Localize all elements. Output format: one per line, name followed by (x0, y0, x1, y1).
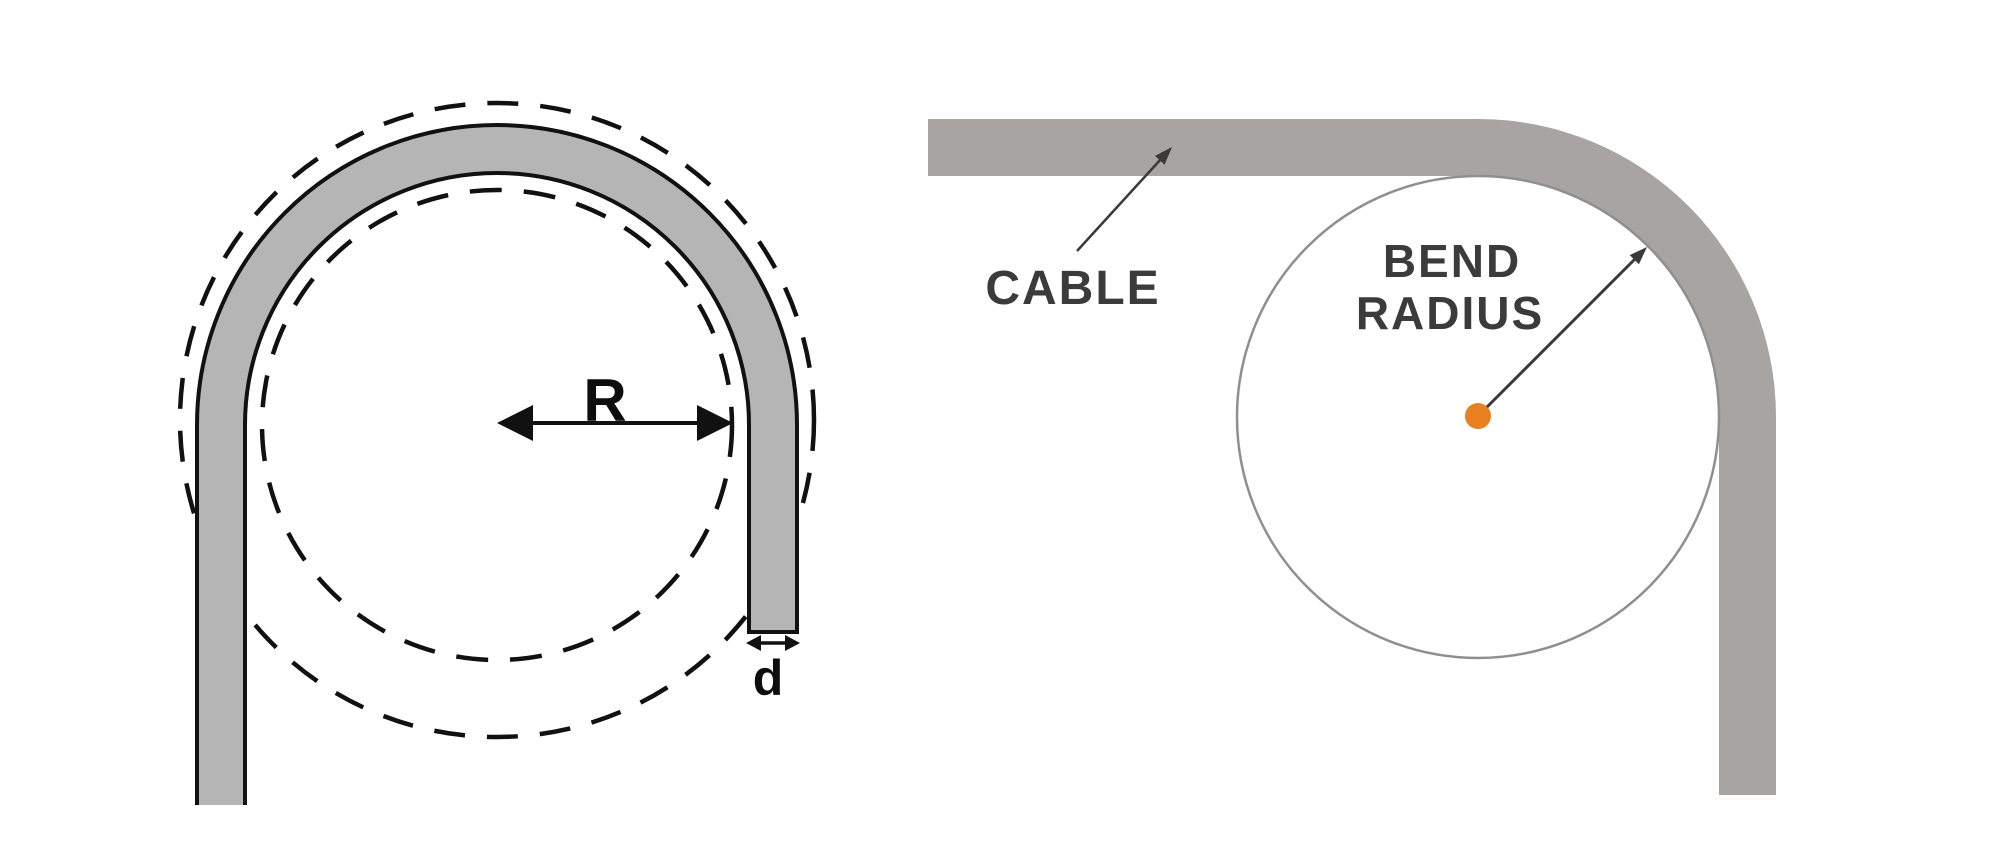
radius-label: R (583, 367, 626, 434)
inner-dashed-circle-icon (259, 187, 735, 663)
cable-cross-section-panel: R d (177, 100, 817, 805)
diameter-label: d (753, 650, 784, 706)
radius-dimension-arrow-icon (497, 405, 733, 441)
bent-cable-shape (928, 119, 1776, 795)
cable-tube-fill (197, 125, 797, 805)
cable-label: CABLE (985, 262, 1160, 315)
cable-tube-outline (195, 123, 799, 805)
diameter-dimension-arrow-icon (746, 635, 800, 651)
cable-pointer-arrow-icon (1076, 147, 1172, 252)
bend-radius-panel: CABLE BEND RADIUS (928, 119, 1776, 795)
bend-radius-label-line2: RADIUS (1356, 287, 1544, 339)
outer-dashed-circle-icon (177, 100, 817, 740)
center-point-dot-icon (1465, 403, 1491, 429)
radius-arrow-icon (1485, 247, 1647, 409)
bend-radius-circle-icon (1235, 174, 1721, 660)
bend-radius-label-line1: BEND (1383, 235, 1521, 287)
